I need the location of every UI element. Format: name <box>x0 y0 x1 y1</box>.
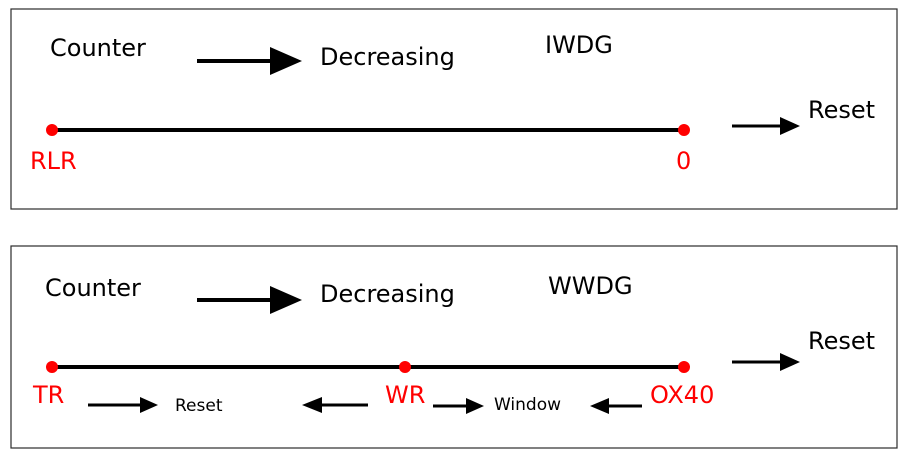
iwdg-counter-label: Counter <box>50 34 146 62</box>
wwdg-window-arrow-head <box>466 398 484 414</box>
wwdg-0x40-point <box>678 361 690 373</box>
wwdg-early-reset-arrow-head <box>140 397 158 413</box>
wwdg-panel-frame <box>10 245 898 449</box>
iwdg-panel: Counter Decreasing IWDG RLR 0 Reset <box>10 8 898 210</box>
wwdg-window-arrow <box>433 398 484 414</box>
wwdg-panel: Counter Decreasing WWDG TR WR OX40 Reset <box>10 245 898 449</box>
wwdg-tr-label: TR <box>32 381 64 409</box>
wwdg-0x40-label: OX40 <box>650 381 714 409</box>
iwdg-decreasing-arrow-head <box>270 47 302 75</box>
wwdg-early-reset-arrow <box>88 397 158 413</box>
wwdg-reset-label: Reset <box>808 327 875 355</box>
iwdg-decreasing-label: Decreasing <box>320 43 455 71</box>
wwdg-reset-arrow <box>732 353 800 371</box>
wwdg-left-arrow-to-wr-head <box>302 397 322 413</box>
wwdg-counter-label: Counter <box>45 274 141 302</box>
iwdg-zero-label: 0 <box>676 147 691 175</box>
wwdg-decreasing-arrow <box>197 286 302 314</box>
wwdg-left-arrow-to-window-head <box>590 398 609 414</box>
wwdg-left-arrow-to-wr <box>302 397 368 413</box>
iwdg-rlr-label: RLR <box>30 147 77 175</box>
wwdg-window-label: Window <box>494 395 561 415</box>
iwdg-reset-arrow <box>732 117 800 135</box>
iwdg-name-label: IWDG <box>545 31 613 59</box>
wwdg-wr-point <box>399 361 411 373</box>
iwdg-decreasing-arrow <box>197 47 302 75</box>
wwdg-left-arrow-to-window <box>590 398 642 414</box>
wwdg-decreasing-arrow-head <box>270 286 302 314</box>
wwdg-name-label: WWDG <box>548 272 633 300</box>
iwdg-panel-frame <box>10 8 898 210</box>
wwdg-tr-point <box>46 361 58 373</box>
wwdg-reset-arrow-head <box>780 353 800 371</box>
wwdg-decreasing-label: Decreasing <box>320 280 455 308</box>
iwdg-zero-point <box>678 124 690 136</box>
iwdg-reset-label: Reset <box>808 96 875 124</box>
iwdg-rlr-point <box>46 124 58 136</box>
iwdg-reset-arrow-head <box>780 117 800 135</box>
wwdg-wr-label: WR <box>385 381 425 409</box>
wwdg-early-reset-label: Reset <box>175 396 223 416</box>
